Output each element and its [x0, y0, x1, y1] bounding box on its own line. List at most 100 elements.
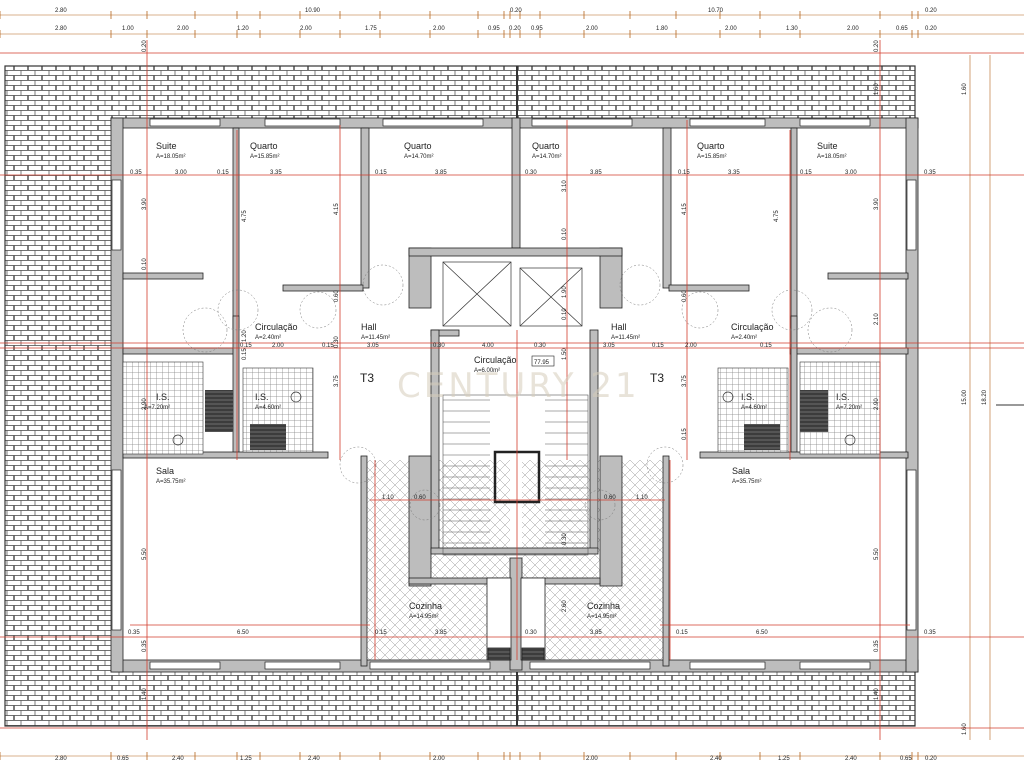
dim-label: 3.10	[562, 180, 568, 192]
room-name: Quarto	[404, 141, 432, 151]
window	[529, 661, 651, 670]
top-dims-row1: 2.80 10.90 0.20 10.70 0.20	[55, 8, 937, 14]
window	[264, 661, 341, 670]
dim-label: 1.90	[562, 286, 568, 298]
wall-segment	[282, 284, 364, 292]
dim-label: 2.80	[55, 8, 67, 14]
dim-label: 2.90	[142, 398, 148, 410]
wall-segment	[122, 347, 239, 355]
dim-label: 0.30	[525, 630, 537, 636]
wall-segment	[430, 329, 440, 551]
dim-label: 2.80	[55, 756, 67, 762]
dim-label: 1.30	[786, 26, 798, 32]
dim-label: 2.00	[177, 26, 189, 32]
room-area: A=2.40m²	[731, 335, 757, 341]
room-name: Cozinha	[409, 601, 442, 611]
dim-label: 0.35	[874, 640, 880, 652]
dim-label: 0.35	[924, 170, 936, 176]
dim-label: 3.00	[175, 170, 187, 176]
room-name: Circulação	[731, 322, 774, 332]
windows	[111, 118, 917, 670]
wall-segment	[790, 315, 798, 457]
top-dims-row2: 2.80 1.00 2.00 1.20 2.00 1.75 2.00 0.95 …	[55, 26, 937, 32]
dim-label: 0.15	[375, 630, 387, 636]
room-area: A=14.70m²	[404, 154, 434, 160]
dim-label: 1.25	[778, 756, 790, 762]
room-name: Quarto	[697, 141, 725, 151]
dim-label: 0.65	[117, 756, 129, 762]
dim-label: 1.80	[656, 26, 668, 32]
dim-label: 0.20	[925, 8, 937, 14]
room-name: Cozinha	[587, 601, 620, 611]
door-swings	[182, 264, 853, 521]
dim-label: 6.50	[756, 630, 768, 636]
dim-label: 2.90	[874, 398, 880, 410]
dim-label: 0.15	[682, 428, 688, 440]
terrace-brick-areas	[5, 66, 915, 726]
wall-segment	[599, 455, 623, 587]
wall-segment	[360, 127, 370, 289]
room-area: A=7.20m²	[836, 405, 862, 411]
room-name: Circulação	[474, 355, 517, 365]
wall-segment	[408, 455, 432, 587]
dim-label: 0.20	[925, 26, 937, 32]
room-area: A=2.40m²	[255, 335, 281, 341]
toilet-icon	[722, 391, 734, 403]
room-name: Quarto	[250, 141, 278, 151]
dim-label: 0.15	[322, 343, 334, 349]
dim-label: 0.30	[433, 343, 445, 349]
dim-label: 1.75	[365, 26, 377, 32]
dim-label: 1.00	[122, 26, 134, 32]
door-swing-icon	[807, 307, 853, 353]
dim-label: 0.20	[142, 40, 148, 52]
window	[689, 661, 766, 670]
dim-label: 0.15	[678, 170, 690, 176]
room-area: A=14.70m²	[532, 154, 562, 160]
dim-label: 1.40	[874, 688, 880, 700]
dim-label: 2.40	[308, 756, 320, 762]
dim-label: 3.75	[334, 375, 340, 387]
window	[149, 118, 221, 127]
dim-label: 3.90	[142, 198, 148, 210]
dim-label: 3.85	[590, 630, 602, 636]
dim-label: 0.15	[217, 170, 229, 176]
dim-label: 4.15	[682, 203, 688, 215]
dim-label: 0.30	[534, 343, 546, 349]
dim-label: 2.40	[845, 756, 857, 762]
room-labels: Suite A=18.05m² Quarto A=15.85m² Quarto …	[144, 141, 862, 620]
dim-label: 1.60	[962, 83, 968, 95]
door-swing-icon	[362, 264, 404, 306]
window	[689, 118, 766, 127]
door-swing-icon	[771, 289, 813, 331]
wall-segment	[790, 127, 798, 329]
wall-segment	[662, 127, 672, 289]
window	[799, 661, 871, 670]
dim-label: 0.20	[874, 40, 880, 52]
dim-label: 0.20	[509, 26, 521, 32]
dim-label: 0.60	[414, 495, 426, 501]
bathtub-icon	[205, 390, 233, 432]
window	[382, 118, 484, 127]
watermark-text: CENTURY 21	[397, 366, 640, 406]
dim-label: 2.60	[562, 600, 568, 612]
dim-label: 3.85	[435, 170, 447, 176]
dim-label: 0.15	[800, 170, 812, 176]
room-name: Suite	[817, 141, 838, 151]
room-area: A=7.20m²	[144, 405, 170, 411]
dim-label: 0.35	[128, 630, 140, 636]
dim-label: 3.35	[270, 170, 282, 176]
door-swing-icon	[409, 489, 441, 521]
door-swing-icon	[619, 264, 661, 306]
dim-label: 1.60	[962, 723, 968, 735]
room-area: A=18.05m²	[817, 154, 847, 160]
dim-label: 2.80	[55, 26, 67, 32]
bathroom-fixtures	[122, 361, 881, 455]
room-name: Sala	[156, 466, 174, 476]
wall-segment	[408, 247, 432, 309]
dim-label: 0.15	[375, 170, 387, 176]
kitchen-counters	[486, 577, 546, 661]
dim-label: 0.15	[676, 630, 688, 636]
window	[906, 179, 917, 251]
